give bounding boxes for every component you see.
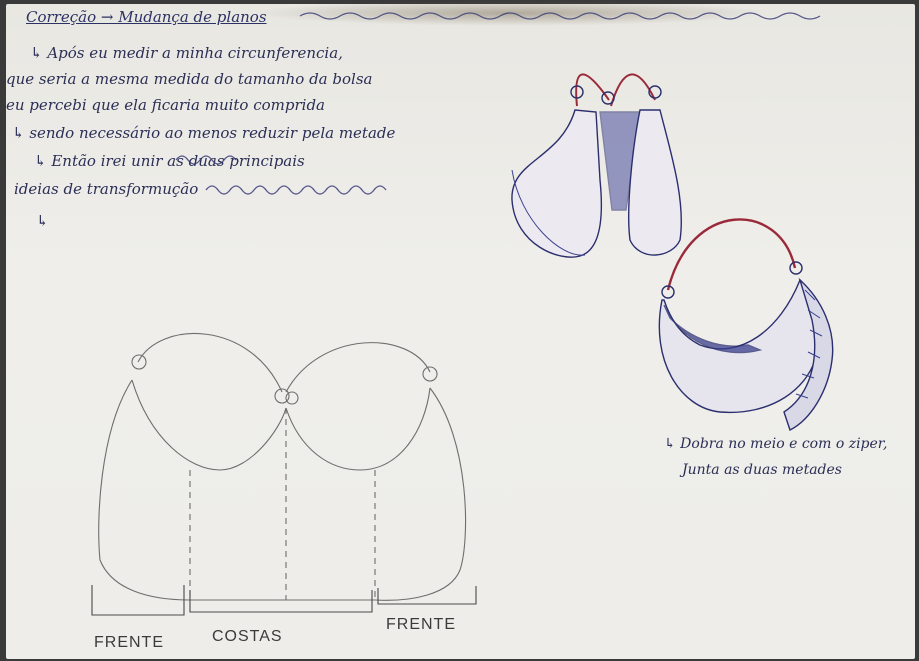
label-frente-right: FRENTE	[386, 616, 456, 634]
round-bag-sketch	[659, 219, 832, 430]
scribble-strikeouts	[176, 13, 820, 194]
double-pouch-bag-sketch	[512, 74, 681, 257]
pattern-piece-sketch	[92, 334, 476, 615]
label-costas: COSTAS	[212, 628, 283, 646]
label-frente-left: FRENTE	[94, 634, 164, 652]
